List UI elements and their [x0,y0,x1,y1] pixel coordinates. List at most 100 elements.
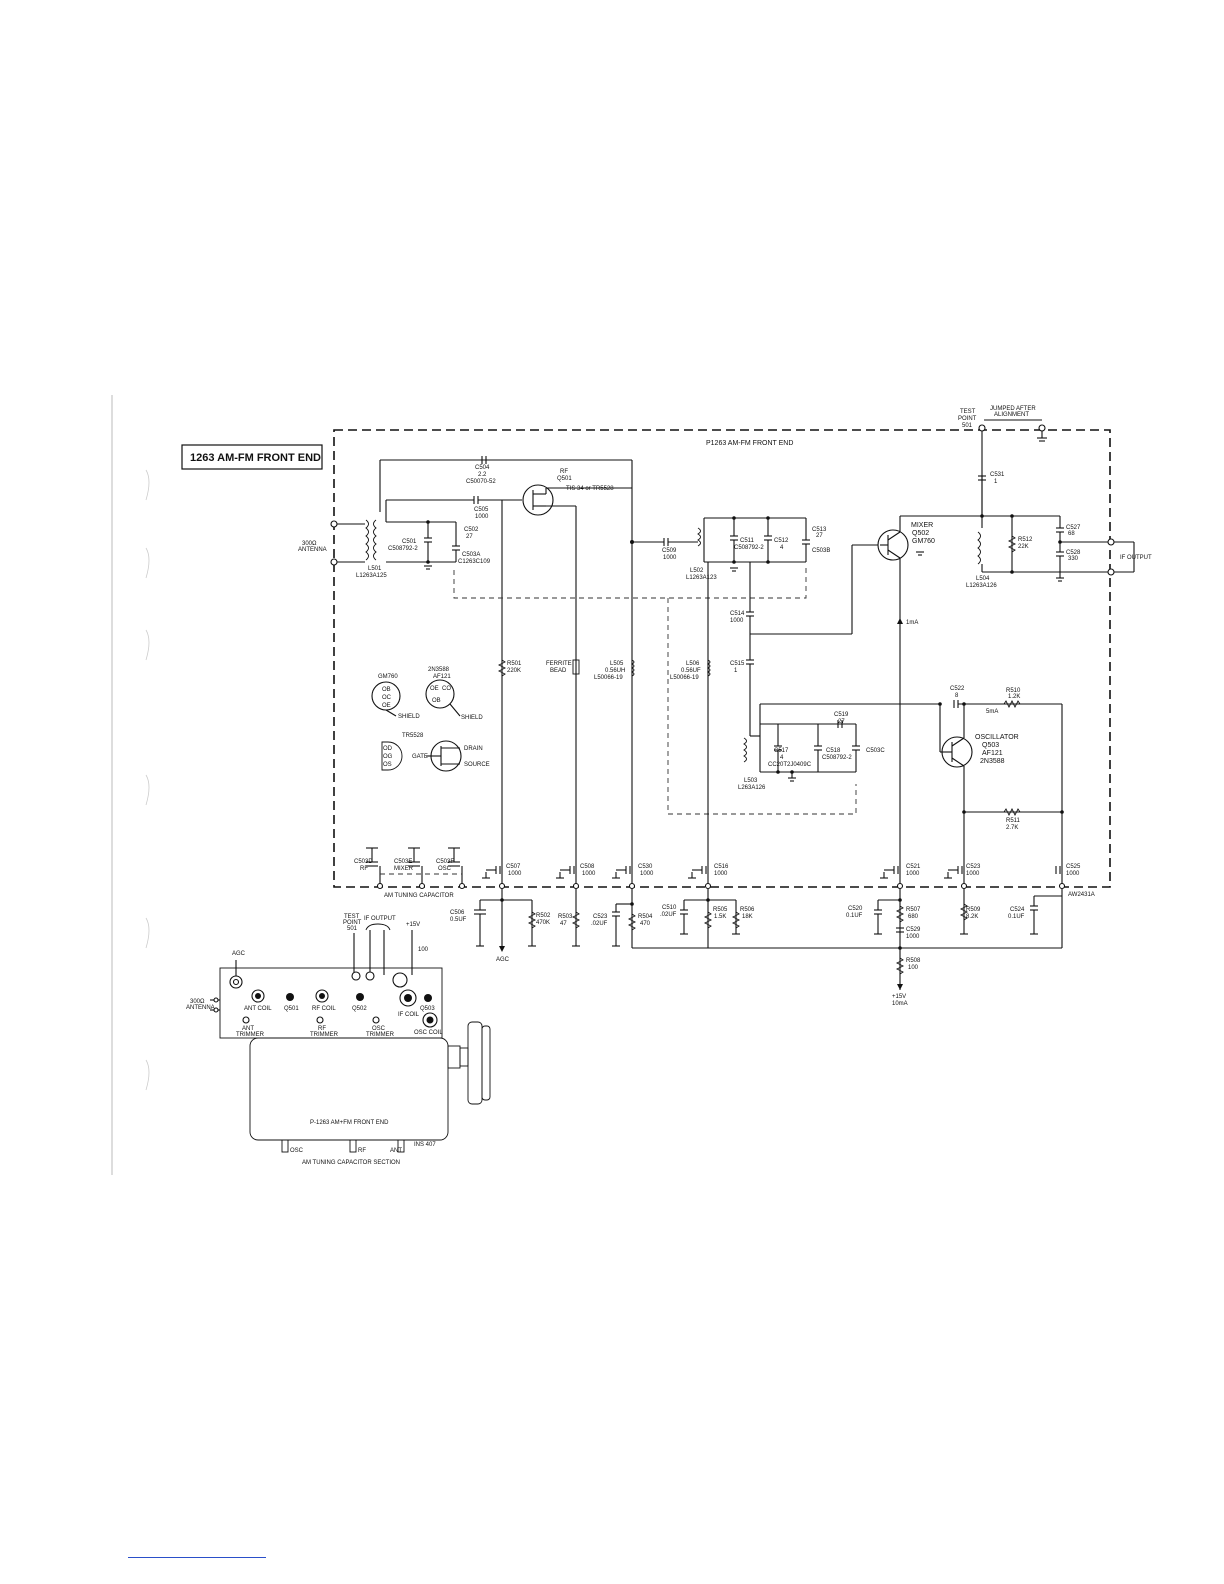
svg-text:SOURCE: SOURCE [464,762,490,768]
svg-text:OSCILLATOR: OSCILLATOR [975,734,1019,741]
svg-text:1: 1 [734,668,738,674]
svg-text:C504: C504 [475,465,490,471]
svg-text:1000: 1000 [906,871,920,877]
svg-text:GM760: GM760 [912,538,935,545]
svg-text:L50066-19: L50066-19 [670,675,699,681]
svg-text:4: 4 [780,545,784,551]
svg-text:.02UF: .02UF [660,912,677,918]
test-point-501: TEST POINT 501 JUMPED AFTER ALIGNMENT [958,406,1047,516]
schematic-title: 1263 AM-FM FRONT END [190,452,321,464]
svg-text:18K: 18K [742,914,753,920]
svg-text:MIXER: MIXER [394,866,414,872]
svg-text:R512: R512 [1018,537,1033,543]
capacitor-c507: C507 1000 [482,864,522,879]
bias-network: C506 0.5UF R502 470K AGC R503 47 C523 .0… [450,889,1063,1007]
svg-text:RF: RF [360,866,368,872]
svg-text:ANTENNA: ANTENNA [186,1005,215,1011]
svg-text:TRIMMER: TRIMMER [236,1032,265,1038]
svg-text:C510: C510 [662,905,677,911]
antenna-input: 300Ω ANTENNA L501 L1263A125 [298,519,387,579]
svg-text:C508792-2: C508792-2 [734,545,764,551]
svg-text:1000: 1000 [640,871,654,877]
oscillator-tuned-circuit: C519 27 C517 4 CC20T2J0409C C518 C508792… [738,703,940,791]
svg-text:L502: L502 [690,568,704,574]
tuning-capacitor-sections: C503D RF C503E MIXER C503F OSC AM TUNING… [354,847,463,899]
svg-text:1.5K: 1.5K [714,914,726,920]
capacitor-c515: C515 1 [730,659,754,736]
pinout-tr5528: TR5528 OD OG OS GATE DRAIN SOURCE [381,733,490,772]
svg-text:R510: R510 [1006,688,1021,694]
svg-text:L1263A126: L1263A126 [966,583,997,589]
svg-text:POINT: POINT [343,920,362,926]
title-box: 1263 AM-FM FRONT END [181,444,323,470]
capacitor-c516: C516 1000 [688,864,729,879]
binder-hole [145,774,150,806]
svg-text:R504: R504 [638,914,653,920]
svg-text:AGC: AGC [232,951,246,957]
svg-text:C507: C507 [506,864,521,870]
svg-text:C515: C515 [730,661,745,667]
svg-text:4: 4 [780,755,784,761]
svg-text:1: 1 [994,479,998,485]
svg-text:1000: 1000 [475,514,489,520]
svg-text:TRIMMER: TRIMMER [310,1032,339,1038]
svg-text:1000: 1000 [906,934,920,940]
svg-text:C508792-2: C508792-2 [388,546,418,552]
capacitor-c522: C522 8 [938,686,1062,708]
svg-text:OS: OS [383,762,392,768]
svg-text:TR5528: TR5528 [402,733,424,739]
binder-hole [145,547,150,579]
svg-text:501: 501 [962,423,973,429]
svg-text:47: 47 [560,921,567,927]
svg-text:ANT: ANT [242,1026,254,1032]
svg-text:MIXER: MIXER [911,522,933,529]
svg-text:1000: 1000 [730,618,744,624]
board-layout-view: AGC TEST POINT 501 IF OUTPUT +15V 100 AN… [186,914,491,1166]
svg-text:DRAIN: DRAIN [464,746,483,752]
svg-text:FERRITE: FERRITE [546,661,572,667]
svg-text:10mA: 10mA [892,1001,908,1007]
svg-text:POINT: POINT [958,416,977,422]
svg-text:+15V: +15V [892,994,906,1000]
gang-link-upper [453,566,807,599]
bypass-capacitors: C507 1000 C508 1000 C530 1000 [482,864,1081,879]
drawing-number: AW2431A [1068,892,1095,898]
svg-text:TEST: TEST [960,409,976,415]
svg-text:R501: R501 [507,661,522,667]
svg-text:C503A: C503A [462,552,480,558]
svg-text:RF: RF [318,1026,326,1032]
svg-text:P-1263 AM+FM FRONT END: P-1263 AM+FM FRONT END [310,1120,389,1126]
svg-text:Q501: Q501 [284,1006,299,1012]
agc-label: AGC [496,957,510,963]
svg-text:TRIMMER: TRIMMER [366,1032,395,1038]
svg-text:ANT COIL: ANT COIL [244,1006,272,1012]
svg-text:C530: C530 [638,864,653,870]
svg-text:C513: C513 [812,527,827,533]
svg-text:C525: C525 [1066,864,1081,870]
svg-text:C1263C109: C1263C109 [458,559,491,565]
svg-text:R508: R508 [906,958,921,964]
svg-text:C527: C527 [1066,525,1081,531]
svg-text:1mA: 1mA [906,620,918,626]
svg-text:L1263A125: L1263A125 [356,573,387,579]
svg-text:1000: 1000 [582,871,596,877]
capacitor-c509: C509 1000 [662,538,698,561]
binder-hole [145,1059,150,1091]
svg-text:C517: C517 [774,748,789,754]
if-output-label: IF OUTPUT [1120,555,1152,561]
svg-text:27: 27 [838,719,845,725]
binder-hole [145,469,150,501]
svg-text:C524: C524 [1010,907,1025,913]
rf-transistor-q501: RF Q501 TIS 34 or TR5528 [522,469,632,516]
svg-text:OSC COIL: OSC COIL [414,1030,443,1036]
svg-text:22K: 22K [1018,544,1029,550]
svg-text:C506: C506 [450,910,465,916]
svg-text:8.2K: 8.2K [966,914,978,920]
inductor-l506: L506 0.56UF L50066-19 [670,659,711,681]
resistor-r511: R511 2.7K [962,807,1064,884]
svg-text:RF: RF [560,469,568,475]
capacitor-c530: C530 1000 [612,864,654,879]
svg-text:27: 27 [466,534,473,540]
svg-text:TIS 34 or TR5528: TIS 34 or TR5528 [566,486,614,492]
capacitor-c525: C525 1000 [1055,864,1081,877]
